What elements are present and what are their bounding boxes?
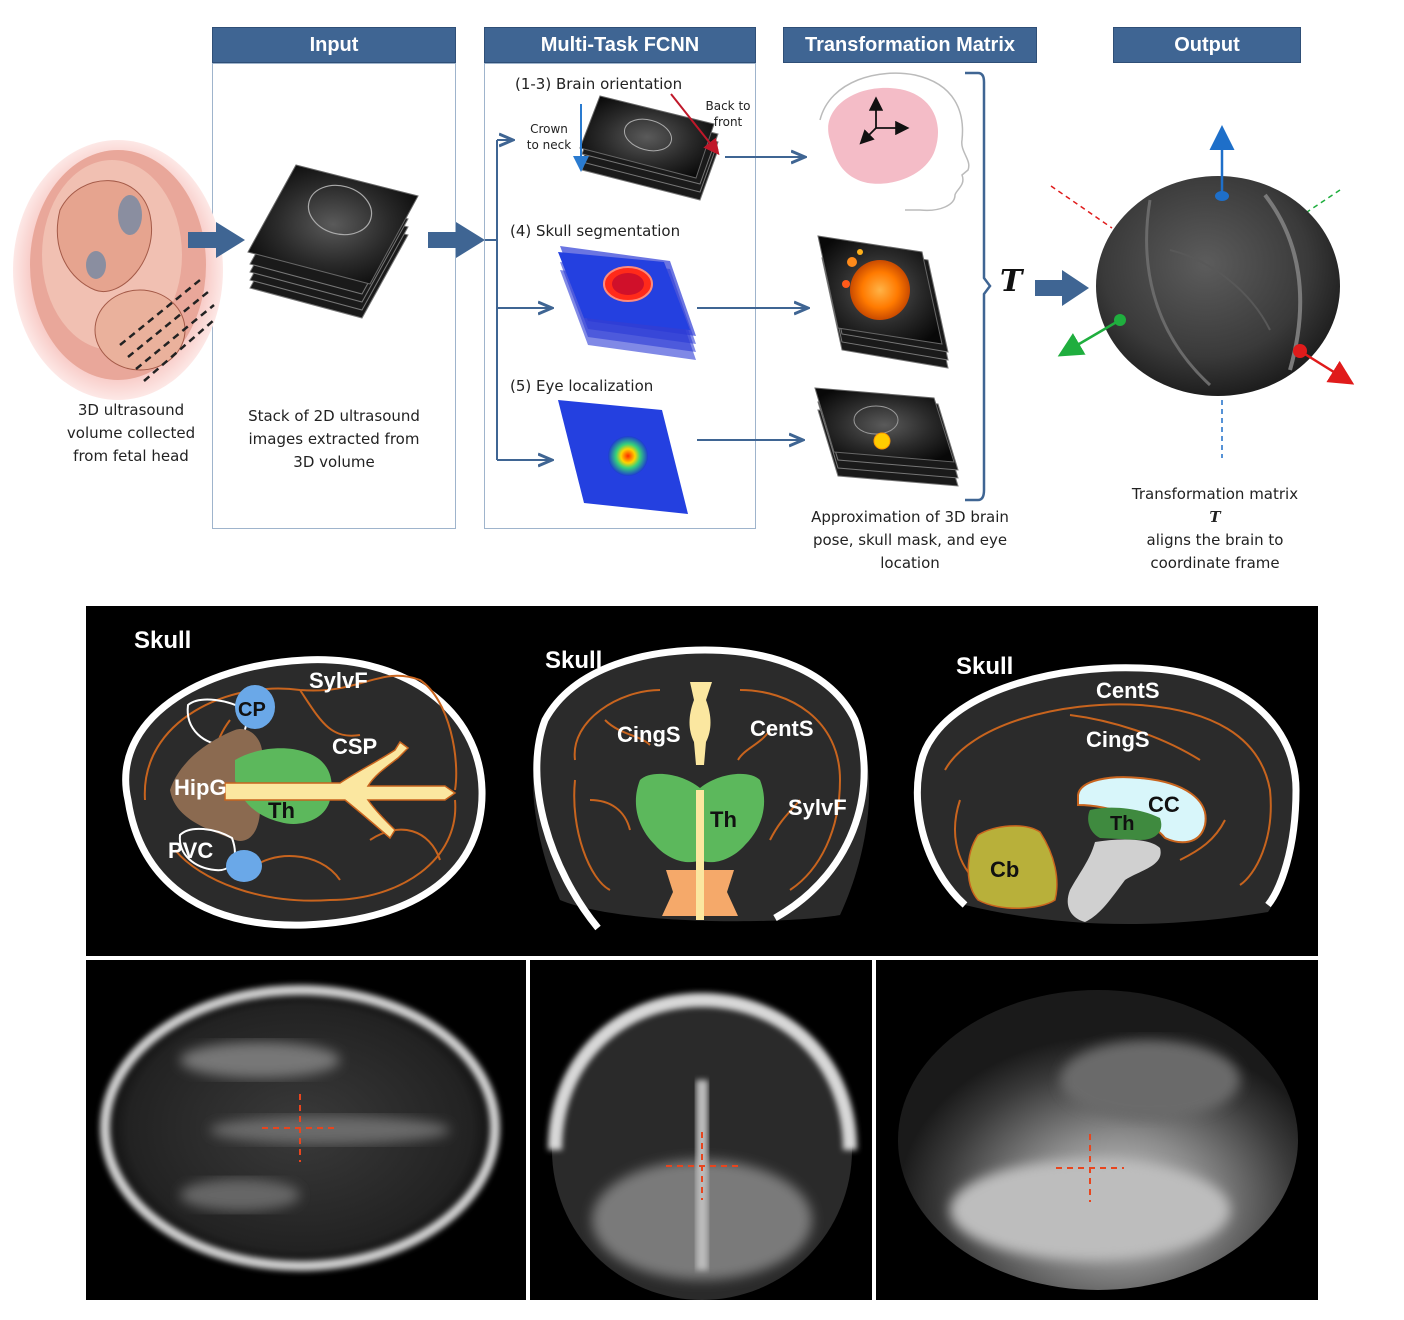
axial-csp-label: CSP bbox=[332, 734, 377, 759]
output-caption: Transformation matrix T aligns the brain… bbox=[1110, 483, 1320, 575]
arrow-3 bbox=[1035, 270, 1089, 306]
pipeline-diagram bbox=[13, 71, 1355, 514]
matrix-bracket bbox=[965, 71, 992, 502]
coronal-sylvf-label: SylvF bbox=[788, 795, 847, 820]
orientation-stack bbox=[579, 95, 719, 201]
arrow-2 bbox=[428, 222, 485, 258]
back-to-front-label: Back to front bbox=[705, 99, 751, 129]
skull-mask-stack bbox=[817, 235, 949, 369]
stack-caption: Stack of 2D ultrasound images extracted … bbox=[248, 407, 420, 471]
sagittal-th-label: Th bbox=[1110, 813, 1134, 835]
coronal-th-label: Th bbox=[710, 807, 737, 832]
fcnn-header: Multi-Task FCNN bbox=[484, 27, 756, 63]
sagittal-cc-label: CC bbox=[1148, 792, 1180, 817]
coronal-cents-label: CentS bbox=[750, 716, 814, 741]
step-eye: (5) Eye localization bbox=[510, 377, 654, 395]
step-skull: (4) Skull segmentation bbox=[510, 222, 681, 240]
crown-to-neck-label: Crown to neck bbox=[526, 122, 572, 152]
coronal-skull-label: Skull bbox=[545, 647, 602, 674]
axial-pvc-label: PVC bbox=[168, 838, 213, 863]
axial-crosshair bbox=[262, 1094, 338, 1162]
head-diagram bbox=[819, 72, 970, 212]
eye-stack bbox=[814, 387, 959, 487]
eye-loc-slice bbox=[558, 400, 688, 514]
output-caption-line1: Transformation matrix bbox=[1131, 485, 1299, 503]
output-header: Output bbox=[1113, 27, 1301, 63]
coronal-schematic bbox=[533, 646, 870, 931]
sagittal-crosshair bbox=[1056, 1134, 1124, 1202]
axial-schematic bbox=[122, 656, 486, 929]
input-header: Input bbox=[212, 27, 456, 63]
sagittal-skull-label: Skull bbox=[956, 653, 1013, 680]
sagittal-cings-label: CingS bbox=[1086, 727, 1150, 752]
axial-th-label: Th bbox=[268, 798, 295, 823]
skull-seg-stack bbox=[558, 246, 696, 360]
axial-cp-label: CP bbox=[238, 699, 266, 721]
arrow-1 bbox=[188, 222, 245, 258]
coronal-crosshair bbox=[666, 1132, 738, 1200]
T-symbol: T bbox=[1000, 264, 1023, 299]
output-brain bbox=[1050, 125, 1355, 458]
axial-hipg-label: HipG bbox=[174, 775, 227, 800]
sagittal-us-image bbox=[898, 990, 1298, 1290]
axial-skull-label: Skull bbox=[134, 627, 191, 654]
axial-sylvf-label: SylvF bbox=[309, 668, 368, 693]
fetus-illustration bbox=[13, 140, 223, 400]
input-stack bbox=[247, 164, 419, 319]
sagittal-cb-label: Cb bbox=[990, 857, 1019, 882]
sagittal-cents-label: CentS bbox=[1096, 678, 1160, 703]
us-volume-caption: 3D ultrasound volume collected from feta… bbox=[66, 401, 196, 465]
coronal-us-image bbox=[548, 992, 857, 1300]
matrix-header: Transformation Matrix bbox=[783, 27, 1037, 63]
coronal-cings-label: CingS bbox=[617, 722, 681, 747]
step-orientation: (1-3) Brain orientation bbox=[515, 75, 683, 93]
output-caption-line2: aligns the brain to coordinate frame bbox=[1146, 531, 1284, 572]
sagittal-schematic bbox=[913, 664, 1300, 925]
output-caption-T: T bbox=[1209, 508, 1221, 526]
approx-caption: Approximation of 3D brain pose, skull ma… bbox=[811, 508, 1009, 572]
